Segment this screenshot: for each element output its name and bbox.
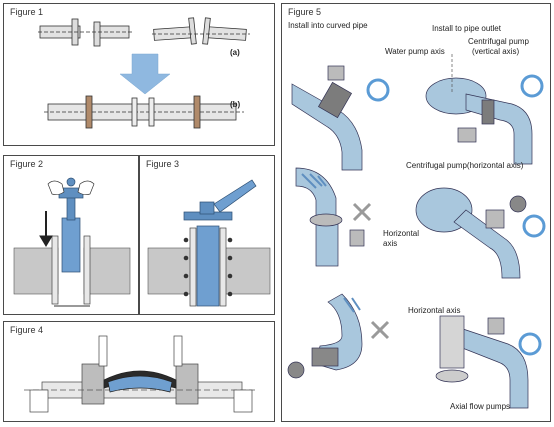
hands-illustration <box>47 180 95 196</box>
pipe-outlet-correct <box>425 54 533 165</box>
axial-flow-correct <box>435 315 529 409</box>
bolt-stubs <box>29 335 253 413</box>
label-install-curved: Install into curved pipe <box>288 21 368 30</box>
aligned-pipe <box>44 95 244 129</box>
ok-circle-2 <box>520 74 544 98</box>
centrifugal-horizontal-correct <box>415 187 527 279</box>
installed-valve <box>183 179 257 307</box>
ok-circle-3 <box>522 214 546 238</box>
flange-plates <box>189 227 227 307</box>
label-centrifugal-horizontal: Centrifugal pump(horizontal axis) <box>406 161 524 170</box>
flange-plates <box>51 235 91 305</box>
seat-ring <box>103 370 177 393</box>
ok-circle-4 <box>518 332 542 356</box>
figure-4-panel: Figure 4 <box>3 321 275 422</box>
ground-blocks <box>147 247 271 295</box>
angled-pipes-right <box>152 17 250 45</box>
label-install-outlet: Install to pipe outlet <box>432 24 501 33</box>
figure-5-panel: Figure 5 <box>281 3 551 422</box>
figure-1-panel: Figure 1 (a) (b) <box>3 3 275 146</box>
misaligned-pipes-left <box>38 18 134 47</box>
label-centrifugal-vertical-2: (vertical axis) <box>472 47 520 56</box>
figure-5-title: Figure 5 <box>288 7 322 17</box>
ground-blocks <box>13 247 131 295</box>
figure-4-title: Figure 4 <box>10 325 44 335</box>
x-mark-2 <box>370 320 390 340</box>
curved-pipe-incorrect-2 <box>287 293 363 379</box>
figure-2-title: Figure 2 <box>10 159 44 169</box>
transition-arrow <box>119 53 171 95</box>
insert-arrow <box>39 211 53 247</box>
figure-5-drawing <box>287 54 546 409</box>
figure-1-drawing <box>38 17 250 129</box>
figure-1-label-b: (b) <box>230 100 241 109</box>
label-water-pump-axis: Water pump axis <box>385 47 445 56</box>
figure-3-drawing <box>147 179 271 307</box>
ok-circle-1 <box>366 78 390 102</box>
label-horizontal-axis-1: Horizontal <box>383 229 420 238</box>
label-horizontal-axis-right: Horizontal axis <box>408 306 461 315</box>
butterfly-valve <box>58 177 84 273</box>
figure-4-drawing <box>24 335 258 413</box>
figure-3-title: Figure 3 <box>146 159 180 169</box>
curved-pipe-incorrect-1 <box>295 167 365 267</box>
figure-1-label-a: (a) <box>230 48 240 57</box>
bolts <box>183 237 233 297</box>
figure-2-drawing <box>13 177 131 307</box>
figure-1-title: Figure 1 <box>10 7 44 17</box>
label-axial-flow: Axial flow pumps <box>450 402 511 411</box>
label-horizontal-axis-2: axis <box>383 239 398 248</box>
label-centrifugal-vertical-1: Centrifugal pump <box>468 37 529 46</box>
figure-3-panel: Figure 3 <box>139 155 275 315</box>
figure-2-panel: Figure 2 <box>3 155 139 315</box>
x-mark-1 <box>352 202 372 222</box>
pipe-section <box>24 363 258 405</box>
curved-pipe-correct <box>291 65 363 171</box>
